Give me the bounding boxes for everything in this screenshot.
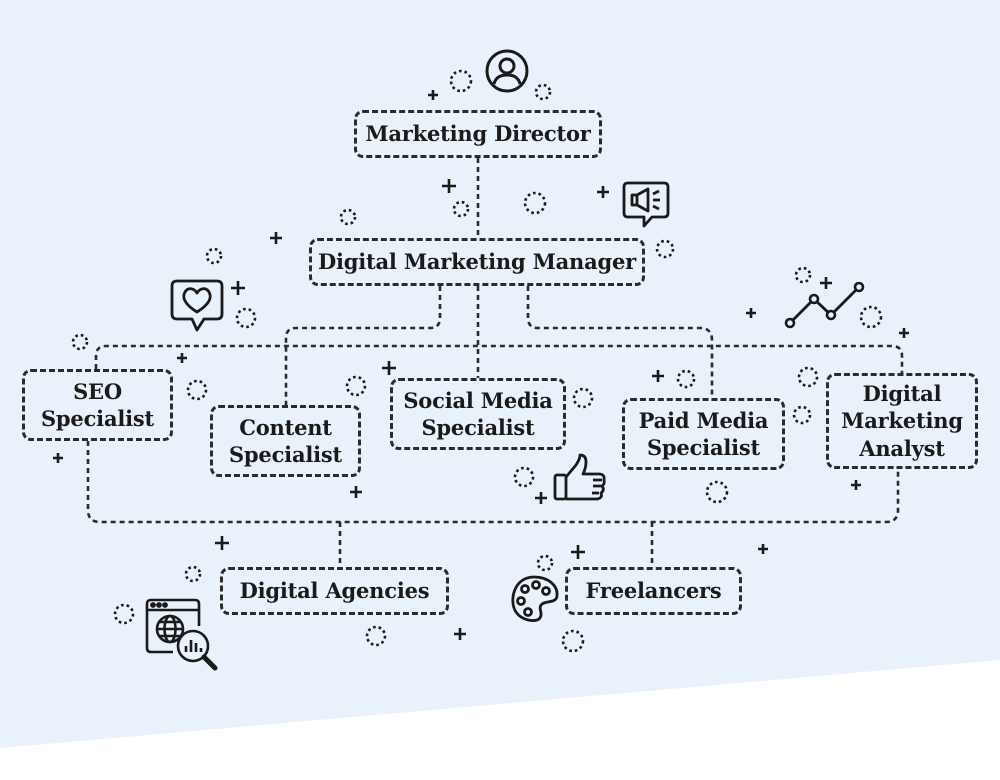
web-analytics-icon	[145, 598, 218, 671]
sparkle-ring	[859, 305, 883, 329]
digital-marketing-manager-node: Digital Marketing Manager	[309, 238, 645, 286]
sparkle-ring	[536, 554, 554, 572]
digital-agencies-node: Digital Agencies	[220, 567, 449, 615]
sparkle-ring	[339, 208, 357, 226]
sparkle-ring	[113, 603, 135, 625]
plus-mark	[442, 179, 456, 193]
plus-mark	[428, 90, 438, 100]
plus-mark	[652, 370, 664, 382]
sparkle-ring	[205, 247, 223, 265]
seo-specialist-node: SEO Specialist	[22, 369, 173, 441]
sparkle-ring	[655, 239, 675, 259]
marketing-director-node: Marketing Director	[354, 110, 602, 158]
freelancers-node: Freelancers	[565, 567, 742, 615]
megaphone-icon	[622, 181, 670, 228]
sparkle-ring	[184, 565, 202, 583]
sparkle-ring	[676, 369, 696, 389]
plus-mark	[746, 308, 756, 318]
thumbs-up-icon	[553, 453, 606, 501]
content-specialist-node: Content Specialist	[210, 405, 361, 477]
plus-mark	[535, 492, 547, 504]
sparkle-ring	[534, 83, 552, 101]
plus-mark	[454, 628, 466, 640]
sparkle-ring	[794, 266, 812, 284]
line-chart-icon	[784, 282, 865, 329]
sparkle-ring	[792, 405, 812, 425]
sparkle-ring	[797, 366, 819, 388]
plus-mark	[177, 353, 187, 363]
plus-mark	[382, 361, 396, 375]
sparkle-ring	[523, 191, 547, 215]
sparkle-ring	[235, 307, 257, 329]
plus-mark	[215, 536, 229, 550]
sparkle-ring	[345, 375, 367, 397]
sparkle-ring	[186, 379, 208, 401]
heart-chat-icon	[170, 279, 224, 332]
digital-marketing-analyst-node: Digital Marketing Analyst	[826, 373, 978, 469]
plus-mark	[270, 232, 282, 244]
sparkle-ring	[572, 387, 594, 409]
sparkle-ring	[449, 69, 473, 93]
plus-mark	[851, 480, 861, 490]
sparkle-ring	[71, 333, 89, 351]
social-media-specialist-node: Social Media Specialist	[390, 378, 566, 450]
plus-mark	[758, 544, 768, 554]
plus-mark	[571, 545, 585, 559]
sparkle-ring	[705, 480, 729, 504]
sparkle-ring	[365, 625, 387, 647]
plus-mark	[231, 281, 245, 295]
plus-mark	[820, 277, 832, 289]
sparkle-ring	[561, 629, 585, 653]
sparkle-ring	[452, 200, 470, 218]
palette-icon	[511, 575, 559, 622]
plus-mark	[350, 486, 362, 498]
sparkle-ring	[513, 466, 535, 488]
paid-media-specialist-node: Paid Media Specialist	[622, 398, 785, 470]
user-icon	[485, 49, 529, 93]
plus-mark	[899, 328, 909, 338]
plus-mark	[53, 453, 63, 463]
plus-mark	[597, 186, 609, 198]
